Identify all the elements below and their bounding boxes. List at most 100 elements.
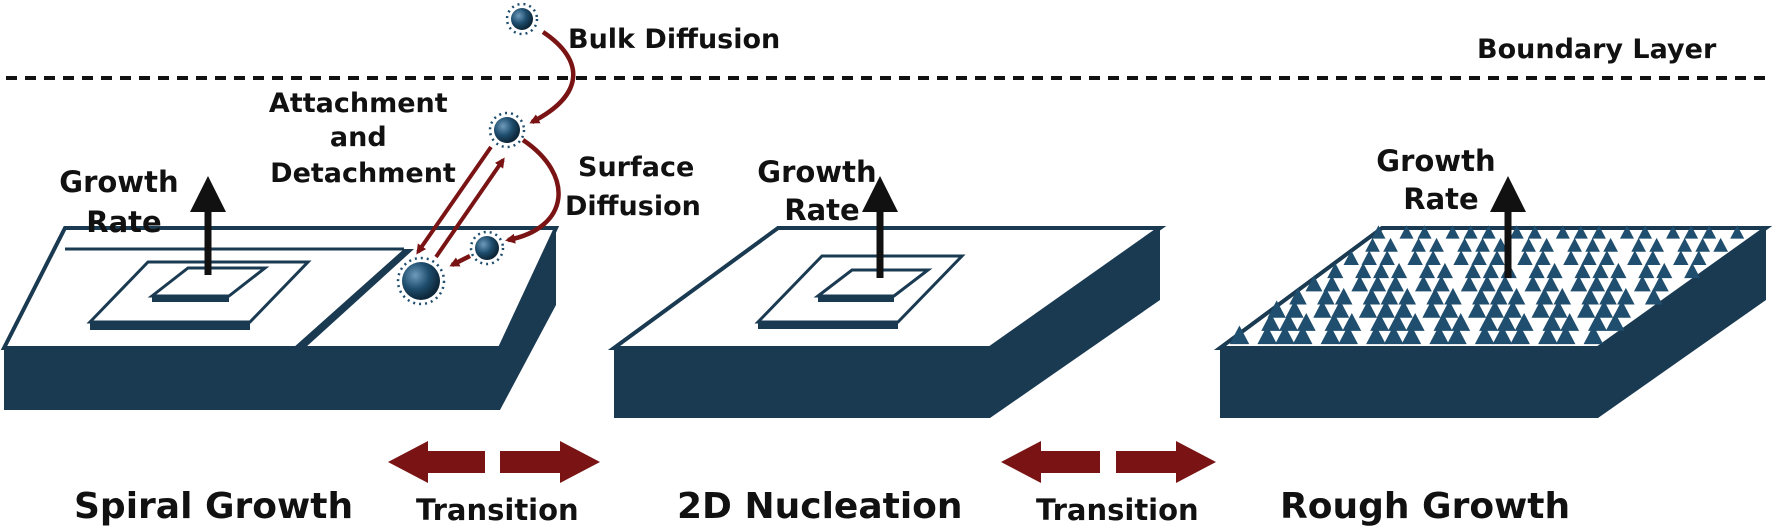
boundary-layer-label: Boundary Layer	[1477, 34, 1717, 65]
rough-spike	[1510, 325, 1530, 345]
rough-spike	[1451, 312, 1471, 331]
rough-spike	[1373, 262, 1390, 279]
rough-spike	[1599, 250, 1615, 265]
rough-spike	[1426, 287, 1444, 305]
rough-spike	[1631, 237, 1646, 252]
transition-arrow-1	[388, 441, 600, 483]
rough-spike	[1429, 325, 1449, 345]
transition-label-2: Transition	[1036, 493, 1199, 527]
rough-spike	[1605, 312, 1625, 331]
rough-spike	[1555, 325, 1576, 345]
rough-spike	[1524, 275, 1542, 292]
rough-spike	[1588, 312, 1607, 331]
rough-spike	[1460, 275, 1478, 292]
rough-spike	[1563, 250, 1579, 265]
rough-spike	[1285, 300, 1304, 318]
rough-spike	[1651, 275, 1669, 292]
rough-spike	[1331, 300, 1350, 318]
rough-spike	[1527, 225, 1542, 239]
rough-spike	[1411, 237, 1426, 252]
rough-spike	[1585, 237, 1600, 252]
rough-spike	[1292, 325, 1313, 345]
rough-spike	[1599, 287, 1617, 305]
rough-spike	[1528, 262, 1545, 279]
rough-spike	[1649, 237, 1665, 252]
rough-spike	[1496, 275, 1514, 292]
rough-spike	[1482, 262, 1499, 279]
growth-rate-arrowhead-2	[862, 176, 898, 212]
rough-spike	[1496, 312, 1516, 331]
rough-spike	[1257, 325, 1277, 345]
rough-spike	[1638, 225, 1653, 239]
surface-to-kink-arrow	[449, 253, 472, 268]
rough-spike	[1606, 275, 1623, 292]
growth-rate-arrowhead-1	[190, 176, 226, 212]
growth-rate-arrowhead-3	[1490, 176, 1526, 212]
rough-spike	[1485, 300, 1505, 318]
rough-spike	[1539, 237, 1554, 252]
spiral-growth-block	[0, 226, 560, 410]
rough-spike	[1327, 262, 1344, 279]
rough-spike	[1418, 262, 1436, 279]
rough-spike	[1405, 312, 1425, 331]
nucleation-block	[607, 226, 1167, 418]
particle-mid	[488, 111, 526, 149]
rough-spike	[1695, 237, 1711, 252]
rough-spike	[1546, 262, 1563, 279]
rough-spike	[1342, 312, 1362, 331]
surface-diffusion-arrow	[505, 138, 561, 244]
rough-spike	[1436, 262, 1453, 279]
rough-spike	[1517, 250, 1533, 265]
rough-spike	[1619, 225, 1634, 239]
rough-spike	[1567, 237, 1582, 252]
rough-spike	[1324, 312, 1344, 331]
rough-spike	[1323, 275, 1341, 292]
rough-spike	[1684, 225, 1699, 239]
growth-rate-label-1: Growth Rate	[59, 165, 188, 239]
rough-spike	[1549, 300, 1568, 318]
rough-spike	[1684, 262, 1701, 279]
rough-spike	[1401, 325, 1422, 345]
rough-spike	[1320, 325, 1341, 345]
rough-spike	[1425, 250, 1441, 265]
rough-spike	[1433, 312, 1453, 331]
rough-spike	[1379, 250, 1395, 265]
rough-spike	[1313, 300, 1332, 318]
rough-spike	[1370, 312, 1390, 331]
rough-spike	[1464, 262, 1481, 279]
rough-spike	[1361, 250, 1377, 265]
rough-spike	[1275, 325, 1295, 345]
rough-spike	[1369, 275, 1387, 292]
rough-spike	[1351, 275, 1369, 292]
rough-surface-spikes	[1229, 225, 1745, 345]
rough-spike	[1387, 312, 1407, 331]
rough-spike	[1591, 225, 1606, 239]
rough-spike	[1365, 237, 1380, 252]
rough-spike	[1358, 300, 1378, 318]
rough-spike	[1713, 237, 1729, 252]
rough-spike	[1415, 275, 1432, 292]
rough-spike	[1472, 287, 1490, 305]
rough-spike	[1702, 225, 1717, 239]
rough-spike	[1296, 312, 1316, 331]
rough-spike	[1445, 225, 1460, 239]
rough-spike	[1521, 237, 1536, 252]
rough-spike	[1493, 237, 1508, 252]
rough-spike	[1343, 250, 1359, 265]
rough-spike	[1317, 287, 1335, 305]
rough-spike	[1267, 300, 1286, 318]
growth-rate-label-2: Growth Rate	[757, 155, 886, 227]
rough-spike	[1334, 287, 1353, 305]
panel-title-nucleation: 2D Nucleation	[677, 486, 963, 527]
particle-kink	[396, 256, 446, 306]
particle-surface	[469, 230, 505, 266]
rough-spike	[1492, 325, 1513, 345]
rough-spike	[1338, 325, 1358, 345]
rough-spike	[1467, 300, 1487, 318]
rough-spike	[1475, 237, 1490, 252]
rough-spike	[1542, 312, 1562, 331]
rough-spike	[1417, 225, 1432, 239]
rough-spike	[1366, 325, 1386, 345]
rough-spike	[1673, 250, 1689, 265]
rough-spike	[1592, 262, 1609, 279]
